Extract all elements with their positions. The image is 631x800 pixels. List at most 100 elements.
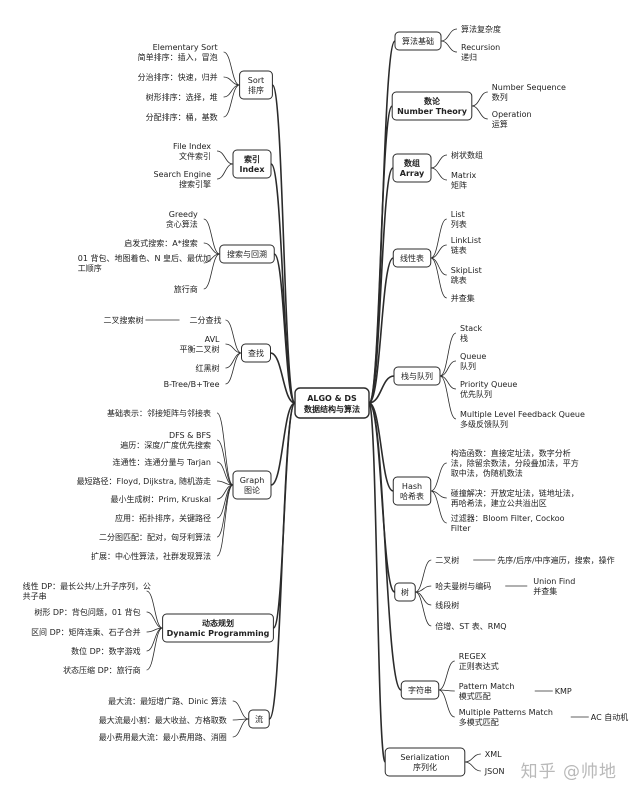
leaf-right-8-1: JSON: [484, 767, 505, 776]
edge-right-2-1: [430, 167, 448, 181]
topic-right-0: [394, 31, 442, 51]
leaf-left-5-4: 状态压缩 DP：旅行商: [63, 665, 141, 675]
edge-left-0-3: [223, 84, 240, 118]
edge-right-8-1: [464, 761, 481, 772]
topic-right-6-label: 树: [401, 587, 409, 597]
edge-left-5-1: [146, 611, 163, 629]
leaf-right-6-2: 线段树: [435, 600, 459, 610]
leaf-right-6-0: 二叉树: [435, 555, 459, 565]
topic-left-2: [219, 244, 275, 264]
edge-left-3-0: [225, 319, 242, 354]
leaf-right-7-1-sub: KMP: [555, 687, 572, 696]
edge-right-4-3: [439, 375, 457, 420]
edge-center-left-3: [270, 352, 296, 404]
leaf-left-4-7: 扩展：中心性算法，社群发现算法: [91, 551, 211, 561]
edge-left-4-1: [216, 439, 234, 486]
leaf-right-6-0-sub: 先序/后序/中序遍历，搜索，操作: [497, 555, 614, 565]
edge-left-0-0: [223, 51, 240, 86]
leaf-left-5-3: 数位 DP：数字游戏: [71, 646, 141, 656]
edge-right-3-3: [430, 257, 447, 299]
edge-center-left-0: [271, 84, 296, 404]
edge-right-2-0: [430, 154, 448, 169]
edge-left-0-1: [223, 76, 240, 86]
leaf-left-5-0: 线性 DP：最长公共/上升子序列，公共子串: [23, 581, 151, 601]
edge-left-4-3: [216, 480, 234, 486]
leaf-left-4-0: 基础表示：邻接矩阵与邻接表: [107, 408, 211, 418]
leaf-right-0-0: 算法复杂度: [461, 24, 501, 34]
edge-left-5-4: [146, 627, 163, 671]
edge-center-left-6: [268, 402, 296, 720]
edge-right-3-2: [430, 257, 447, 276]
edge-right-4-1: [439, 360, 457, 377]
edge-left-2-1: [203, 242, 220, 255]
leaf-left-0-2: 树形排序：选择，堆: [146, 92, 218, 102]
edge-right-6-0: [415, 559, 432, 593]
edge-left-6-0: [232, 700, 249, 720]
edge-right-6-2: [415, 591, 432, 606]
edge-center-right-8: [368, 402, 386, 763]
topic-left-3-label: 查找: [248, 348, 264, 358]
edge-center-left-1: [270, 163, 296, 404]
leaf-left-4-4: 最小生成树：Prim, Kruskal: [111, 494, 211, 504]
leaf-right-5-0: 构造函数：直接定址法，数字分析法，除留余数法，分段叠加法，平方取中法，伪随机数法: [451, 448, 579, 478]
edge-left-3-2: [225, 352, 242, 369]
leaf-left-4-5: 应用：拓扑排序，关键路径: [115, 513, 211, 523]
edge-left-4-0: [216, 412, 234, 486]
topic-left-6-label: 流: [255, 714, 263, 724]
edge-left-4-6: [216, 484, 234, 538]
leaf-left-4-3: 最短路径：Floyd, Dijkstra, 随机游走: [77, 476, 211, 486]
edge-right-5-2: [430, 490, 447, 524]
edge-left-2-0: [203, 218, 220, 255]
edge-right-1-1: [471, 105, 488, 120]
edge-left-3-3: [225, 352, 242, 385]
leaf-left-6-1: 最大流最小割：最大收益、方格取数: [99, 715, 227, 725]
leaf-left-0-3: 分配排序：桶，基数: [146, 112, 218, 122]
leaf-right-5-1: 碰撞解决：开放定址法，链地址法，再哈希法，建立公共溢出区: [451, 488, 579, 508]
edge-right-7-0: [438, 660, 455, 691]
topic-right-7: [400, 680, 440, 700]
edge-right-7-1: [438, 689, 455, 692]
leaf-right-6-1: 哈夫曼树与编码: [435, 581, 491, 591]
center-node: [294, 387, 370, 419]
topic-left-1: [232, 149, 272, 179]
topic-right-3: [392, 248, 432, 268]
leaf-left-3-2: 红黑树: [196, 363, 220, 373]
edge-center-right-7: [368, 402, 403, 691]
topic-left-2-label: 搜索与回溯: [227, 249, 267, 259]
edge-center-right-3: [368, 257, 395, 404]
edge-right-0-0: [440, 28, 458, 42]
leaf-left-3-3: B-Tree/B+Tree: [164, 380, 220, 389]
topic-left-0: [239, 70, 273, 100]
edge-left-6-2: [232, 718, 249, 738]
edge-right-3-0: [430, 218, 447, 259]
leaf-right-3-3: 并查集: [451, 293, 475, 303]
edge-left-2-3: [203, 253, 220, 290]
edge-right-3-1: [430, 244, 447, 259]
edge-left-1-0: [216, 150, 234, 165]
leaf-left-5-2: 区间 DP：矩阵连乘、石子合并: [31, 627, 141, 637]
edge-right-8-0: [464, 753, 481, 763]
topic-right-4: [393, 366, 441, 386]
leaf-left-6-2: 最小费用最大流：最小费用路、消圈: [99, 732, 227, 742]
topic-left-6: [248, 709, 270, 729]
leaf-left-2-3: 旅行商: [174, 284, 198, 294]
leaf-right-8-0: XML: [485, 750, 502, 759]
leaf-left-2-2: 01 背包、地图着色、N 皇后、最优加工顺序: [78, 253, 211, 273]
topic-left-3: [241, 343, 271, 363]
